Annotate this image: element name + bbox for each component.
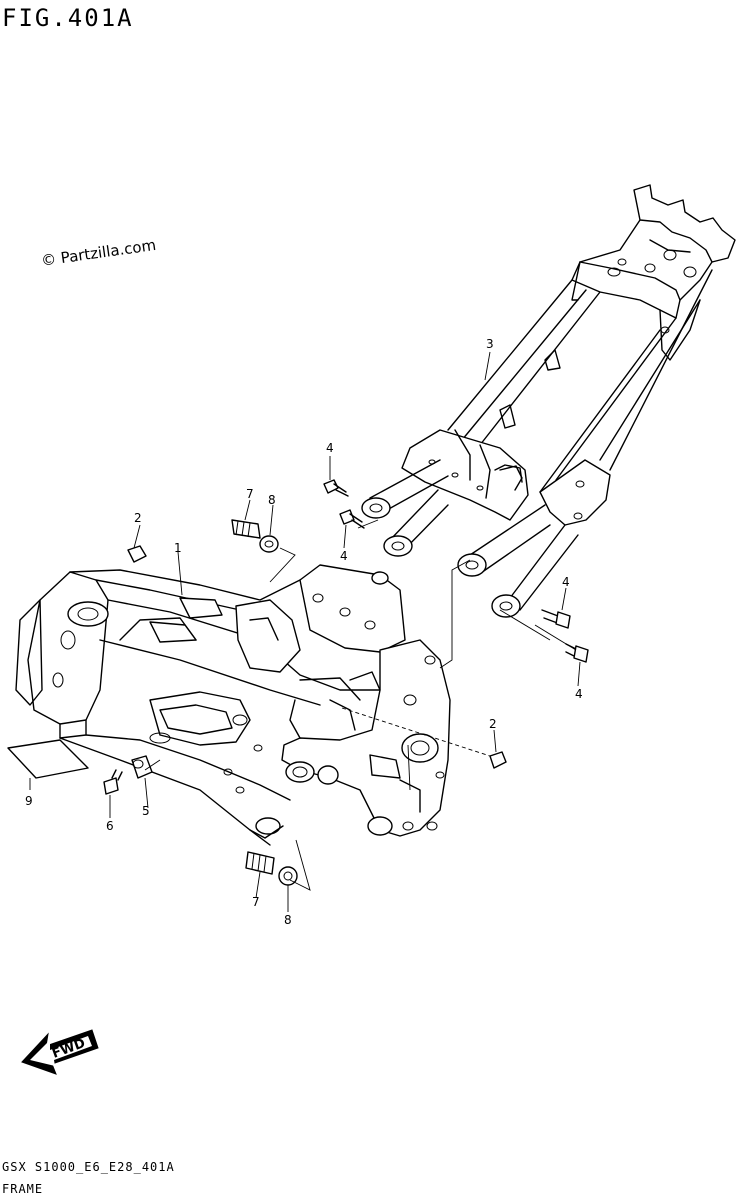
callout-9: 9	[25, 794, 33, 808]
rubber-mount-7-upper[interactable]	[231, 519, 279, 553]
callout-4-right-b: 4	[575, 687, 583, 701]
callouts: 3 1 2 7 8 4 4 4 4 2 9 6 5 7 8	[25, 337, 583, 927]
plate-9[interactable]	[7, 739, 89, 779]
fwd-arrow: FWD	[21, 1029, 99, 1075]
bolt-4-mid[interactable]	[339, 509, 365, 529]
collar-5[interactable]	[131, 755, 153, 779]
rubber-mount-7-lower[interactable]	[245, 851, 298, 886]
callout-3: 3	[486, 337, 494, 351]
callout-2-right: 2	[489, 717, 497, 731]
nut-2-upper[interactable]	[127, 545, 147, 563]
callout-4-top: 4	[326, 441, 334, 455]
figure-title: FIG.401A	[2, 4, 134, 32]
callout-5: 5	[142, 804, 150, 818]
callout-4-right-a: 4	[562, 575, 570, 589]
callout-7-upper: 7	[246, 487, 254, 501]
bolt-6[interactable]	[103, 769, 123, 795]
model-code: GSX S1000_E6_E28_401A	[2, 1160, 175, 1174]
bolt-4-right-a[interactable]	[541, 609, 571, 629]
callout-7-lower: 7	[252, 895, 260, 909]
main-frame[interactable]	[15, 564, 451, 846]
section-name: FRAME	[2, 1182, 44, 1196]
callout-8-lower: 8	[284, 913, 292, 927]
callout-4-mid: 4	[340, 549, 348, 563]
callout-8-upper: 8	[268, 493, 276, 507]
callout-2-upper: 2	[134, 511, 142, 525]
bolt-4-upper[interactable]	[323, 479, 349, 497]
callout-1: 1	[174, 541, 182, 555]
nut-2-right[interactable]	[489, 751, 507, 769]
leader-lines	[29, 351, 581, 912]
callout-6: 6	[106, 819, 114, 833]
bolt-4-right-b[interactable]	[565, 643, 589, 663]
seat-rail[interactable]	[361, 184, 736, 618]
